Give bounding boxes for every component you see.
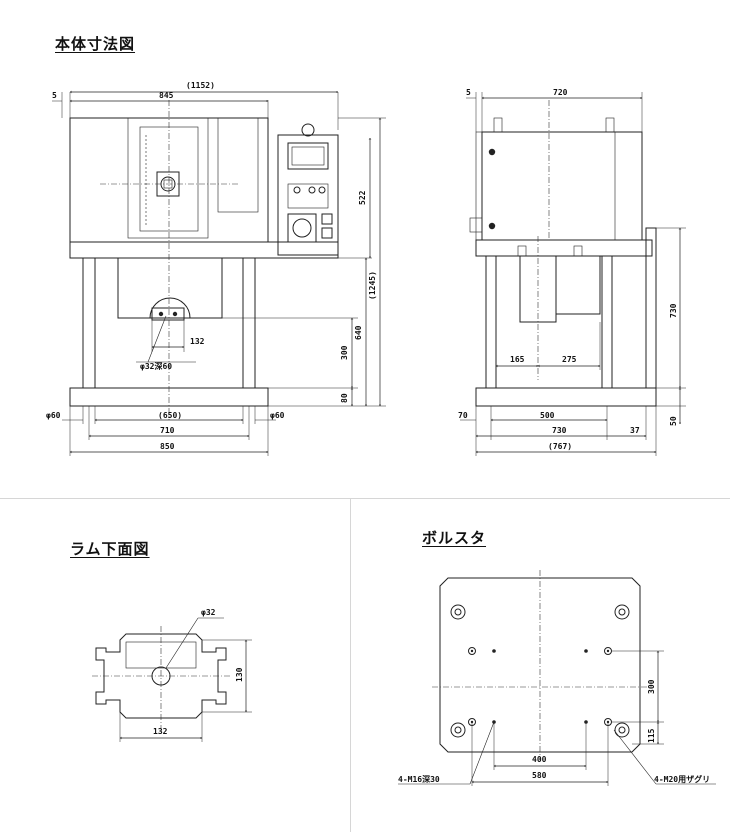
dim-column-pitch: 710 [160, 426, 175, 435]
side-dim-base-depth: 730 [552, 426, 567, 435]
main-dimensions-title: 本体寸法図 [55, 35, 136, 53]
dim-column-right: φ60 [270, 411, 285, 420]
front-head-plate [69, 241, 339, 259]
dim-ram-hole: φ32深60 [140, 361, 172, 371]
front-ram-body [117, 257, 223, 319]
side-dim-overall-depth: (767) [548, 442, 572, 451]
control-buttons [287, 183, 329, 209]
dim-stroke: 300 [340, 345, 349, 360]
bolster-label-tap-holes: 4-M16深30 [398, 774, 440, 784]
bolster-dim-y-offset: 115 [647, 728, 656, 743]
dim-ram-width: 132 [190, 337, 205, 346]
ram-bottom-title: ラム下面図 [70, 540, 150, 558]
side-dim-top-width: 720 [553, 88, 568, 97]
dim-body-width: 845 [159, 91, 174, 100]
side-dim-offset: 5 [466, 88, 471, 97]
side-dim-base-height: 50 [669, 416, 678, 426]
bolster-title: ボルスタ [422, 529, 487, 547]
bolster-tap-holes [468, 647, 612, 726]
bolster-view: 300 115 400 580 4-M16深30 4-M20用ザグリ [398, 570, 716, 786]
dim-column-left: φ60 [46, 411, 61, 420]
side-base [475, 387, 657, 407]
side-column-right [601, 255, 613, 389]
bolster-label-counterbore: 4-M20用ザグリ [654, 774, 710, 784]
side-upper-body [481, 131, 643, 241]
front-side-panel [217, 117, 259, 213]
bolster-dim-outer-pitch: 580 [532, 771, 547, 780]
ram-dim-height: 130 [235, 667, 244, 682]
side-cylinder-2 [555, 255, 601, 315]
front-door [127, 117, 209, 239]
side-eyebolt-right [605, 117, 615, 133]
ram-bottom-view: φ32 130 132 [92, 608, 252, 742]
side-dim-cyl-width: 275 [562, 355, 577, 364]
dim-base-width: 850 [160, 442, 175, 451]
dim-overall-width: (1152) [186, 81, 215, 90]
control-display [287, 142, 329, 170]
bolster-dim-inner-pitch: 400 [532, 755, 547, 764]
side-view: 5 720 730 50 165 275 70 500 730 37 (767) [458, 88, 686, 456]
side-dim-bolster-width: 500 [540, 411, 555, 420]
ram-dim-width: 132 [153, 727, 168, 736]
bolster-dim-y-pitch: 300 [647, 679, 656, 694]
section-divider-horizontal [0, 498, 730, 499]
side-back-plate [645, 227, 657, 389]
side-dim-left-gap: 70 [458, 411, 468, 420]
dim-offset-left: 5 [52, 91, 57, 100]
side-eyebolt-left [493, 117, 503, 133]
side-head-plate [475, 239, 653, 257]
front-ram-tip [151, 307, 185, 321]
dim-ram-to-base: 640 [354, 325, 363, 340]
front-column-right [242, 257, 256, 389]
side-column-left [485, 255, 497, 389]
front-column-left [82, 257, 96, 389]
ram-dim-hole: φ32 [201, 608, 216, 617]
front-view: (1152) 5 845 522 (1245) 640 300 80 132 φ… [46, 81, 386, 456]
section-divider-vertical [350, 499, 351, 832]
dim-panel-height: 522 [358, 190, 367, 205]
side-dim-right-overhang: 37 [630, 426, 640, 435]
dim-total-height: (1245) [368, 271, 377, 300]
ram-outline [95, 633, 227, 719]
side-dim-height: 730 [669, 303, 678, 318]
control-box [277, 134, 339, 256]
side-dim-cyl-offset: 165 [510, 355, 525, 364]
control-lamp [301, 123, 315, 137]
bolster-counterbore-holes [450, 604, 630, 738]
bolster-plate [439, 577, 641, 753]
dim-base-height: 80 [340, 393, 349, 403]
dim-inner-span: (650) [158, 411, 182, 420]
